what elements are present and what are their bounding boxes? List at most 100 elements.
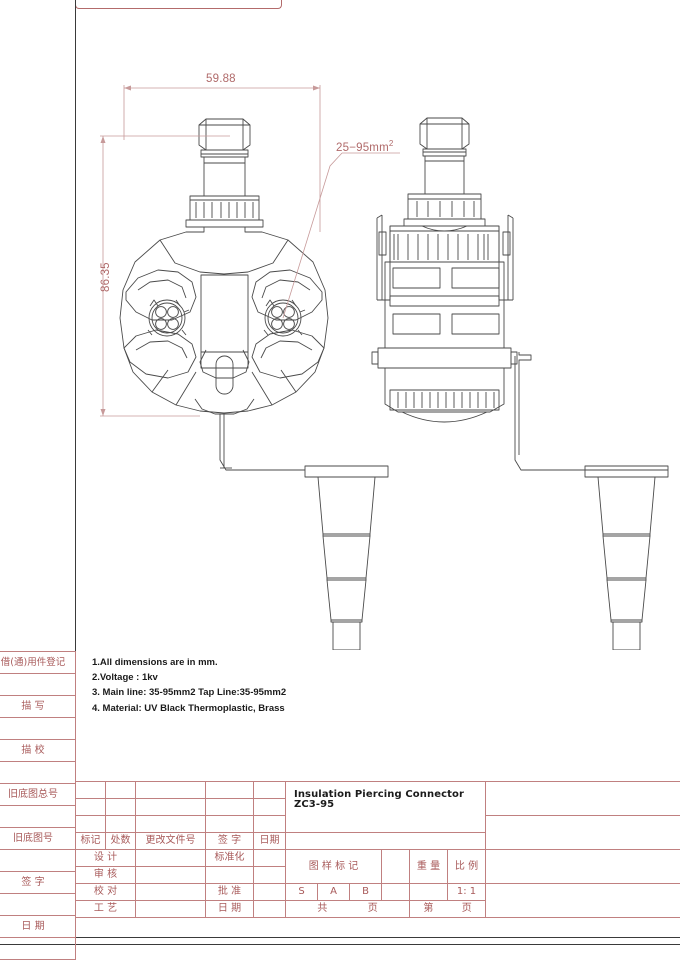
- table-row: 旧底图总号: [0, 783, 76, 806]
- sheet-total-cell: 共 页: [285, 900, 410, 918]
- note-item-4: 4. Material: UV Black Thermoplastic, Bra…: [92, 702, 285, 714]
- rev-row-1-signature[interactable]: [205, 781, 254, 799]
- role-label-approve: 批 准: [205, 883, 254, 901]
- register-cell-blank-7[interactable]: [0, 937, 76, 960]
- register-cell-blank-4[interactable]: [0, 805, 76, 828]
- register-cell-blank-5[interactable]: [0, 849, 76, 872]
- left-register-table: 借(通)用件登记 描 写 描 校 旧底图总号 旧底图号 签 字 日: [0, 651, 76, 960]
- table-row: 借(通)用件登记: [0, 651, 76, 674]
- table-row: 日 期: [0, 915, 76, 938]
- scale-value: 1: 1: [446, 883, 487, 901]
- sheet-total-suffix: 页: [367, 903, 378, 914]
- role-value-date[interactable]: [253, 900, 286, 918]
- conductor-range-superscript: 2: [388, 139, 394, 148]
- role-value-approve[interactable]: [253, 883, 286, 901]
- stage-extra-cell[interactable]: [381, 849, 410, 884]
- note-item-1: 1.All dimensions are in mm.: [92, 657, 218, 668]
- part-drawing-area: 59.88 86.35 25−95mm2: [100, 73, 669, 650]
- frame-bottom-line: [0, 944, 680, 945]
- role-label-date: 日 期: [205, 900, 254, 918]
- register-cell-old-master-no: 旧底图号: [0, 827, 76, 850]
- connector-technical-drawing: [100, 85, 669, 650]
- table-row: [0, 893, 76, 916]
- register-cell-trace-write: 描 写: [0, 695, 76, 718]
- frame-bottom-inner-line: [0, 937, 680, 938]
- stage-code-a: A: [317, 883, 350, 901]
- role-value-design[interactable]: [135, 849, 206, 867]
- register-cell-blank-3[interactable]: [0, 761, 76, 784]
- table-row: 设 计 标准化 图 样 标 记 重 量 比 例: [75, 849, 680, 884]
- note-item-3: 3. Main line: 35-95mm2 Tap Line:35-95mm2: [92, 687, 287, 699]
- register-cell-signature: 签 字: [0, 871, 76, 894]
- rev-row-2-mark[interactable]: [75, 798, 106, 816]
- stage-mark-label: 图 样 标 记: [285, 849, 382, 884]
- register-cell-old-master-total-no: 旧底图总号: [0, 783, 76, 806]
- register-cell-trace-check: 描 校: [0, 739, 76, 762]
- table-row: 旧底图号: [0, 827, 76, 850]
- rev-row-3-qty[interactable]: [105, 815, 136, 833]
- table-row: 审 核: [75, 866, 680, 884]
- table-row: Insulation Piercing Connector ZC3-95: [75, 781, 680, 833]
- rev-row-1-qty[interactable]: [105, 781, 136, 799]
- register-cell-blank-1[interactable]: [0, 673, 76, 696]
- register-cell-blank-2[interactable]: [0, 717, 76, 740]
- table-row: [0, 717, 76, 740]
- rev-header-qty: 处数: [105, 832, 136, 850]
- conductor-range-value: 25−95mm: [336, 141, 389, 154]
- table-row: [75, 798, 680, 816]
- table-row: [0, 805, 76, 828]
- drawing-notes: 1.All dimensions are in mm. 2.Voltage : …: [92, 655, 422, 716]
- role-value-standardization[interactable]: [253, 849, 286, 867]
- role-label-proofread: 校 对: [75, 883, 136, 901]
- register-cell-borrow-log: 借(通)用件登记: [0, 651, 76, 674]
- table-row: 标记 处数 更改文件号 签 字 日期: [75, 832, 680, 850]
- rev-row-2-doc-no[interactable]: [135, 798, 206, 816]
- note-item-2: 2.Voltage : 1kv: [92, 672, 158, 684]
- conductor-range-label: 25−95mm2: [336, 139, 394, 154]
- rev-header-date: 日期: [253, 832, 286, 850]
- right-strip-cell-2[interactable]: [485, 815, 680, 850]
- stage-code-s: S: [285, 883, 318, 901]
- rev-row-3-doc-no[interactable]: [135, 815, 206, 833]
- register-cell-blank-6[interactable]: [0, 893, 76, 916]
- table-row: [0, 937, 76, 960]
- rev-header-mark: 标记: [75, 832, 106, 850]
- role-value-review-extra[interactable]: [253, 866, 286, 884]
- table-row: [75, 815, 680, 850]
- part-title-en: Insulation Piercing Connector ZC3-95: [284, 781, 487, 833]
- role-label-design: 设 计: [75, 849, 136, 867]
- table-row: [0, 849, 76, 872]
- table-row: 描 写: [0, 695, 76, 718]
- dimension-width-label: 59.88: [206, 73, 236, 85]
- role-value-proofread[interactable]: [135, 883, 206, 901]
- rev-row-1-doc-no[interactable]: [135, 781, 206, 799]
- weight-label: 重 量: [409, 849, 448, 884]
- rev-row-3-date[interactable]: [253, 815, 286, 833]
- dimension-height-label: 86.35: [100, 262, 112, 292]
- role-label-review-extra[interactable]: [205, 866, 254, 884]
- right-strip-cell-1[interactable]: [485, 781, 680, 816]
- rev-row-2-date[interactable]: [253, 798, 286, 816]
- table-row: 校 对 批 准 S A B 1: 1: [75, 883, 680, 918]
- dimension-lines: [100, 85, 400, 417]
- right-strip-cell-3[interactable]: [485, 849, 680, 884]
- rev-row-1-mark[interactable]: [75, 781, 106, 799]
- stage-code-extra[interactable]: [381, 883, 410, 901]
- rev-row-1-date[interactable]: [253, 781, 286, 799]
- right-strip-cell-4[interactable]: [485, 883, 680, 918]
- table-row: [0, 761, 76, 784]
- stage-code-b: B: [349, 883, 382, 901]
- role-value-review[interactable]: [135, 866, 206, 884]
- weight-value[interactable]: [409, 883, 448, 901]
- table-row: [0, 673, 76, 696]
- rev-row-2-qty[interactable]: [105, 798, 136, 816]
- rev-header-signature: 签 字: [205, 832, 254, 850]
- rev-row-3-signature[interactable]: [205, 815, 254, 833]
- table-row: 描 校: [0, 739, 76, 762]
- role-value-process[interactable]: [135, 900, 206, 918]
- role-label-standardization: 标准化: [205, 849, 254, 867]
- rev-row-2-signature[interactable]: [205, 798, 254, 816]
- sheet-total-prefix: 共: [317, 903, 328, 914]
- rev-row-3-mark[interactable]: [75, 815, 106, 833]
